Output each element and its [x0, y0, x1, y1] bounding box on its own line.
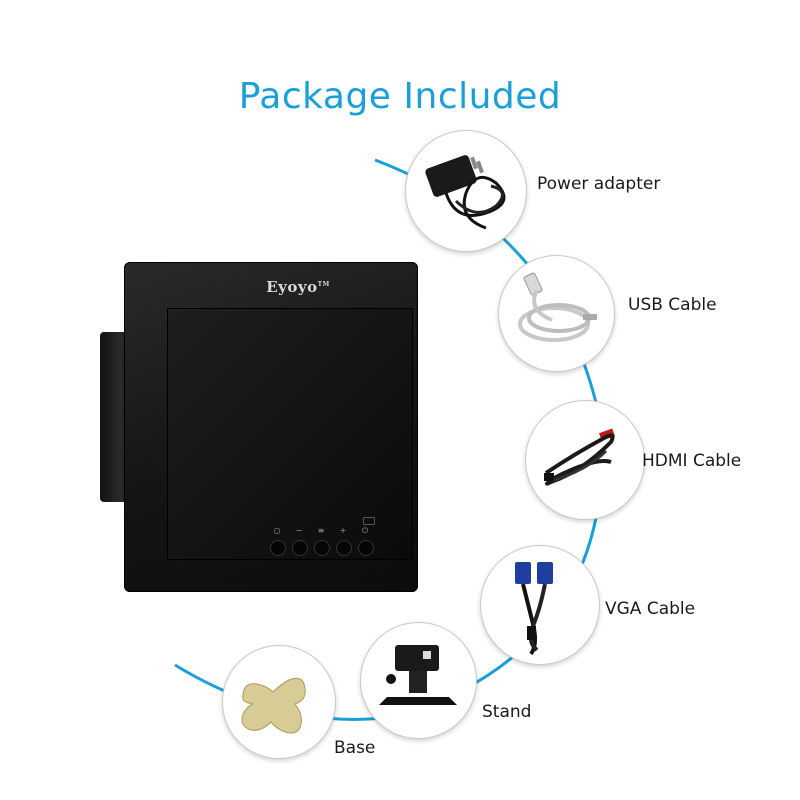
usb-cable-icon [518, 272, 597, 342]
vga-cable-label: VGA Cable [605, 599, 696, 619]
usb-cable-circle [498, 255, 615, 372]
power-led [363, 517, 375, 525]
monitor-screen [167, 308, 413, 560]
power-adapter-icon [425, 155, 506, 230]
stand-label: Stand [482, 702, 532, 722]
plus-icon: + [339, 526, 347, 535]
power-button [270, 540, 286, 556]
power-adapter-label: Power adapter [537, 174, 661, 194]
monitor-image: EyoyoTM ○ − ≡ + ⏻ [100, 262, 418, 592]
vga-cable-icon [515, 562, 553, 656]
stand-circle [360, 622, 477, 739]
plus-button [336, 540, 352, 556]
minus-icon: − [295, 526, 303, 535]
menu-button [314, 540, 330, 556]
hdmi-cable-label: HDMI Cable [642, 451, 742, 471]
page-title: Package Included [238, 76, 562, 118]
brand-logo: EyoyoTM [266, 278, 330, 296]
usb-cable-label: USB Cable [628, 295, 717, 315]
monitor-bezel: EyoyoTM ○ − ≡ + ⏻ [124, 262, 418, 592]
stand-icon [379, 645, 457, 705]
base-icon [241, 677, 306, 734]
power-adapter-circle [405, 130, 527, 252]
hdmi-cable-circle [525, 400, 645, 520]
power-icon: ○ [273, 526, 281, 535]
minus-button [292, 540, 308, 556]
source-button [358, 540, 374, 556]
source-icon: ⏻ [361, 526, 369, 535]
hdmi-cable-icon [544, 428, 615, 486]
base-circle [222, 645, 336, 759]
vga-cable-circle [480, 545, 600, 665]
menu-icon: ≡ [317, 526, 325, 535]
base-label: Base [334, 738, 376, 758]
